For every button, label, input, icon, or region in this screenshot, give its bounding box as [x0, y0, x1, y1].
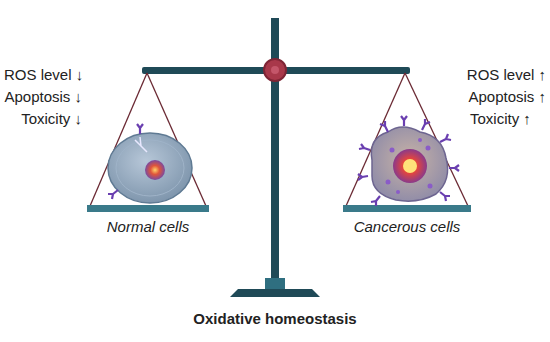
effect-label: Toxicity ↓ [21, 110, 82, 128]
pan-label: Cancerous cells [354, 218, 461, 236]
effect-label: Toxicity ↑ [470, 110, 531, 128]
cancer-cell [358, 116, 459, 206]
effect-label: ROS level ↓ [4, 66, 83, 84]
effect-label: Apoptosis ↑ [468, 88, 546, 106]
pan-label: Normal cells [107, 218, 190, 236]
effect-label: Apoptosis ↓ [4, 88, 82, 106]
normal-cell [108, 124, 192, 203]
caption: Oxidative homeostasis [193, 310, 356, 328]
effect-label: ROS level ↑ [467, 66, 546, 84]
